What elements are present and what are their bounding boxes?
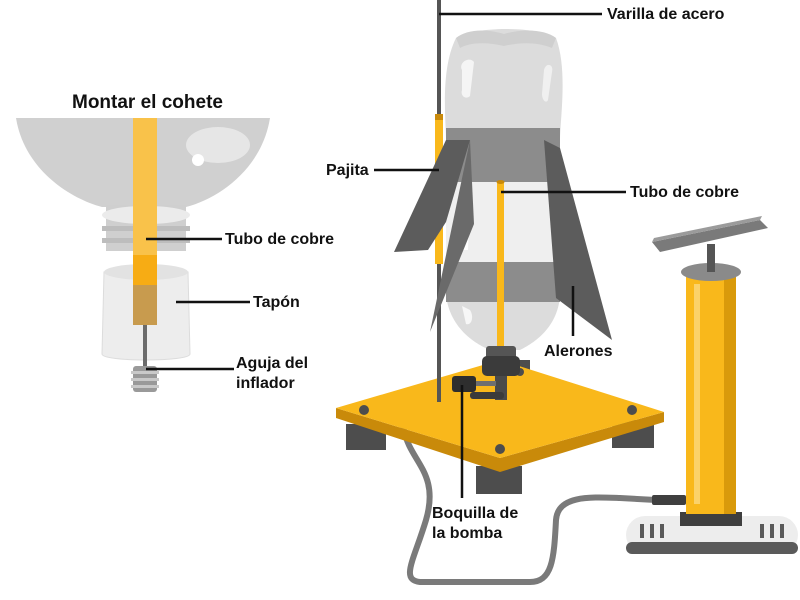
label-tubo-cobre-cohete: Tubo de cobre [630, 184, 739, 201]
bottle-nozzle-ring [482, 356, 520, 376]
bottle-highlight-1 [461, 59, 474, 98]
copper-tube-detail [133, 118, 157, 260]
launch-base [336, 360, 664, 494]
detail-title: Montar el cohete [72, 92, 223, 113]
pump-nozzle-tube [476, 381, 496, 386]
valve-lever [470, 392, 504, 399]
fin-right [544, 140, 612, 340]
pump-cylinder-shade [724, 274, 736, 514]
label-boquilla-line2: la bomba [432, 525, 502, 542]
funnel-highlight [186, 127, 250, 163]
label-boquilla-line1: Boquilla de [432, 505, 518, 522]
funnel-reflection-dot [192, 154, 204, 166]
copper-tube-detail-lower [133, 255, 157, 285]
label-aguja-line1: Aguja del [236, 355, 308, 372]
fin-left [394, 140, 470, 252]
pump-foot-slot-4 [760, 524, 764, 538]
base-screw-left [359, 405, 369, 415]
needle-thread-2 [131, 378, 159, 381]
pump-foot-slot-3 [660, 524, 664, 538]
bottle-cap-lobes [456, 30, 556, 48]
pump-hose-outlet [652, 495, 686, 505]
pump-cylinder-highlight [694, 284, 700, 504]
bottle-highlight-2 [542, 64, 553, 102]
base-top [336, 360, 664, 458]
pump-shaft [707, 244, 715, 272]
copper-tube-rocket-top [496, 180, 505, 184]
pump-handle [652, 220, 768, 252]
copper-tube-inside-cork [133, 285, 157, 325]
bottle-highlight-4 [462, 306, 473, 325]
launch-assembly: Varilla de acero Pajita Tubo de cobre Al… [326, 0, 798, 585]
pump-needle [143, 325, 147, 369]
pump-handle-top [652, 216, 762, 242]
base-side [336, 408, 664, 472]
label-pajita: Pajita [326, 162, 369, 179]
label-aguja-line2: inflador [236, 375, 295, 392]
detail-assembly: Montar el cohete Tubo de cobre Tapón Agu… [16, 92, 334, 392]
pump-nozzle [452, 376, 476, 392]
straw-stripe [435, 114, 443, 120]
needle-thread-3 [131, 385, 159, 388]
air-pump [626, 216, 798, 554]
base-screw-front [495, 444, 505, 454]
pump-foot-slot-1 [640, 524, 644, 538]
needle-thread-1 [131, 371, 159, 374]
copper-tube-rocket [497, 182, 504, 352]
fin-left-lower [430, 140, 474, 332]
pump-foot-slot-6 [780, 524, 784, 538]
base-screw-right [627, 405, 637, 415]
pump-foot-slot-5 [770, 524, 774, 538]
pump-base-cap [680, 512, 742, 526]
label-alerones: Alerones [544, 343, 613, 360]
pump-foot-slot-2 [650, 524, 654, 538]
pump-foot-shadow [626, 542, 798, 554]
label-varilla: Varilla de acero [607, 6, 725, 23]
label-tubo-cobre-detalle: Tubo de cobre [225, 231, 334, 248]
label-tapon: Tapón [253, 294, 300, 311]
